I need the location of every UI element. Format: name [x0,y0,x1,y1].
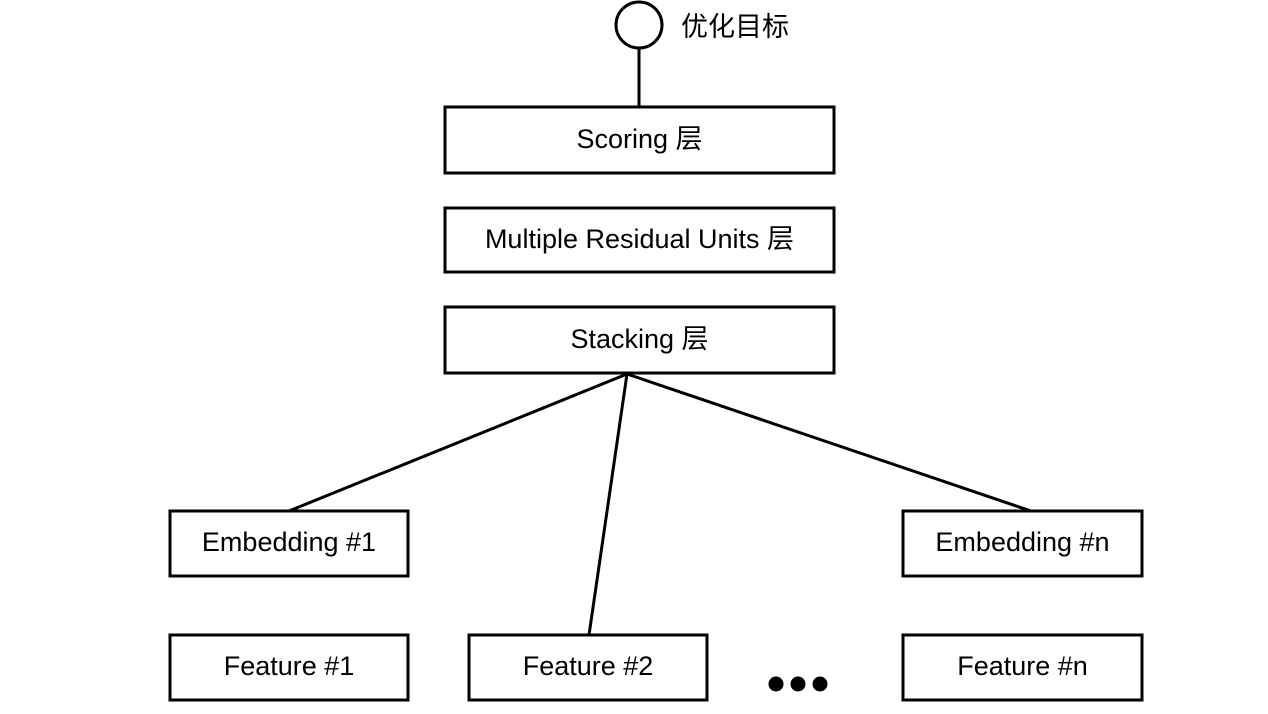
feature-1-label: Feature #1 [224,651,355,681]
stacking-to-embedding-1-connector [288,372,628,513]
node-embedding-n[interactable]: Embedding #n [901,509,1144,578]
node-feature-n[interactable]: Feature #n [901,633,1144,702]
objective-label: 优化目标 [681,12,789,42]
residual-units-layer-box[interactable] [443,206,836,274]
feature-1-box[interactable] [168,633,410,702]
circle-node-icon[interactable] [614,0,664,50]
stacking-to-embedding-n-connector [626,372,1032,513]
node-feature-2[interactable]: Feature #2 [467,633,709,702]
feature-n-box[interactable] [901,633,1144,702]
feature-2-box[interactable] [467,633,709,702]
embedding-n-box[interactable] [901,509,1144,578]
node-feature-1[interactable]: Feature #1 [168,633,410,702]
scoring-layer-box[interactable] [443,105,836,175]
node-residual-units-layer[interactable]: Multiple Residual Units 层 [443,206,836,274]
feature-2-label: Feature #2 [523,651,654,681]
embedding-n-label: Embedding #n [935,527,1109,557]
node-embedding-1[interactable]: Embedding #1 [168,509,410,578]
node-scoring-layer[interactable]: Scoring 层 [443,105,836,175]
feature-ellipsis-icon [768,676,828,692]
feature-n-label: Feature #n [957,651,1088,681]
stacking-to-feature-2-connector [587,373,629,636]
embedding-1-label: Embedding #1 [202,527,376,557]
residual-units-layer-label: Multiple Residual Units 层 [485,224,794,254]
embedding-1-box[interactable] [168,509,410,578]
objective-node-group[interactable] [614,0,664,107]
stacking-layer-label: Stacking 层 [570,324,708,354]
node-stacking-layer[interactable]: Stacking 层 [443,305,836,375]
scoring-layer-label: Scoring 层 [576,124,702,154]
stacking-layer-box[interactable] [443,305,836,375]
